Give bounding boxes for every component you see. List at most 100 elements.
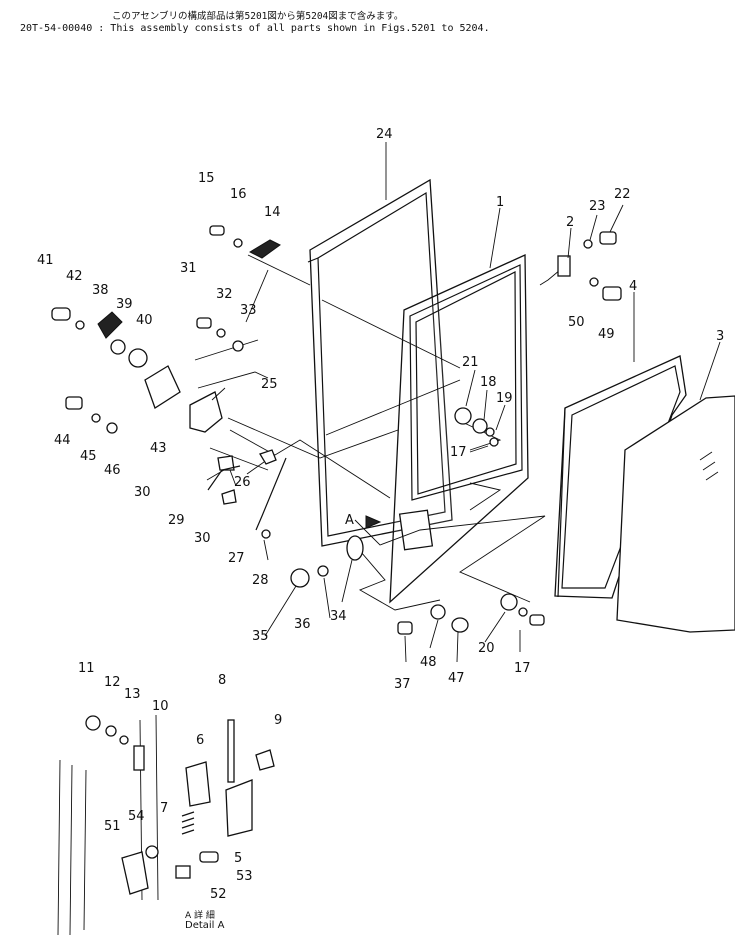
hardware-parts: [51, 225, 622, 635]
detail-caption-japanese: A 詳 細: [185, 911, 215, 921]
callout: 18: [480, 375, 497, 390]
washer-42: [75, 320, 85, 330]
callout: 50: [568, 315, 585, 330]
spacer-39: [110, 339, 126, 355]
washer-12: [105, 725, 117, 737]
callout: 28: [252, 573, 269, 588]
callout: 10: [152, 699, 169, 714]
door-frame-part-1: [389, 253, 529, 604]
hinge-2: [557, 255, 571, 277]
callout: 42: [66, 269, 83, 284]
nut-11: [85, 715, 101, 731]
callout: 53: [236, 869, 253, 884]
callout: 17: [450, 445, 467, 460]
bracket-51: [121, 851, 149, 895]
frame-part-24: [307, 178, 453, 547]
plate-10: [133, 745, 145, 771]
rod-27: [255, 457, 287, 531]
callout: 36: [294, 617, 311, 632]
projection-lines: [194, 254, 561, 611]
washer-20: [500, 593, 518, 611]
bolt-41: [51, 307, 71, 321]
callout: 1: [496, 195, 504, 210]
callout: 5: [234, 851, 242, 866]
knob-47: [451, 617, 469, 633]
latch-25: [189, 391, 223, 433]
callout: 16: [230, 187, 247, 202]
washer-45: [91, 413, 101, 423]
washer-36: [317, 565, 329, 577]
washer-50: [589, 277, 599, 287]
door-handle-recess: [398, 509, 434, 551]
bolt-22: [599, 231, 617, 245]
washer-46: [106, 422, 118, 434]
washer-13: [119, 735, 129, 745]
callout: 47: [448, 671, 465, 686]
clip-30b: [221, 489, 237, 505]
knob-35: [290, 568, 310, 588]
rod-29: [207, 465, 241, 491]
callout: 20: [478, 641, 495, 656]
callout: 11: [78, 661, 95, 676]
callout: 31: [180, 261, 197, 276]
nut-48: [430, 604, 446, 620]
callout: 3: [716, 329, 724, 344]
callout: 38: [92, 283, 109, 298]
callout: 52: [210, 887, 227, 902]
washer-19: [485, 427, 495, 437]
callout: 37: [394, 677, 411, 692]
callout: 51: [104, 819, 121, 834]
callout: 23: [589, 199, 606, 214]
callout: 35: [252, 629, 269, 644]
header-note-japanese: このアセンブリの構成部品は第5201図から第5204図まで含みます。: [112, 11, 404, 22]
callout: 48: [420, 655, 437, 670]
clip-26: [259, 449, 277, 465]
latch-6: [185, 761, 211, 807]
plate-43: [144, 365, 181, 409]
bolt-31: [196, 317, 212, 329]
spring-7: [181, 811, 195, 835]
callout: 17: [514, 661, 531, 676]
callout: 7: [160, 801, 168, 816]
bolt-15: [209, 225, 225, 236]
callout: 43: [150, 441, 167, 456]
washer-33: [232, 340, 244, 352]
callout: 29: [168, 513, 185, 528]
callout: 22: [614, 187, 631, 202]
view-arrow: [365, 515, 382, 529]
washer-23: [583, 239, 593, 249]
washer-16: [233, 238, 243, 248]
callout-leaders: [206, 142, 721, 663]
callout: 34: [330, 609, 347, 624]
callout: 44: [54, 433, 71, 448]
callout: 45: [80, 449, 97, 464]
block-5: [225, 779, 253, 837]
glass-pane-part-3: [616, 395, 735, 633]
screw-17b: [529, 614, 545, 626]
callout: 8: [218, 673, 226, 688]
screw-17a: [489, 437, 499, 447]
header-note-english: 20T-54-00040 : This assembly consists of…: [20, 23, 490, 34]
callout: 25: [261, 377, 278, 392]
roller-40: [128, 348, 148, 368]
bushing-21: [454, 407, 472, 425]
callout: 39: [116, 297, 133, 312]
bushing-18: [472, 418, 488, 434]
callout-labels: 1 2 3 4 5 6 7 8 9 10 11 12 13 14 15 16 1…: [37, 127, 724, 902]
callout: 12: [104, 675, 121, 690]
callout: 4: [629, 279, 637, 294]
detail-caption-english: Detail A: [185, 920, 225, 931]
callout: 21: [462, 355, 479, 370]
washer-17b: [518, 607, 528, 617]
lever-38: [97, 311, 123, 339]
callout: 27: [228, 551, 245, 566]
clip-28: [261, 529, 271, 539]
callout: 6: [196, 733, 204, 748]
callout: 54: [128, 809, 145, 824]
bracket-9: [255, 749, 275, 771]
callout: 30: [194, 531, 211, 546]
callout: 24: [376, 127, 393, 142]
callout: 9: [274, 713, 282, 728]
callout: 2: [566, 215, 574, 230]
bolt-37: [397, 621, 413, 635]
